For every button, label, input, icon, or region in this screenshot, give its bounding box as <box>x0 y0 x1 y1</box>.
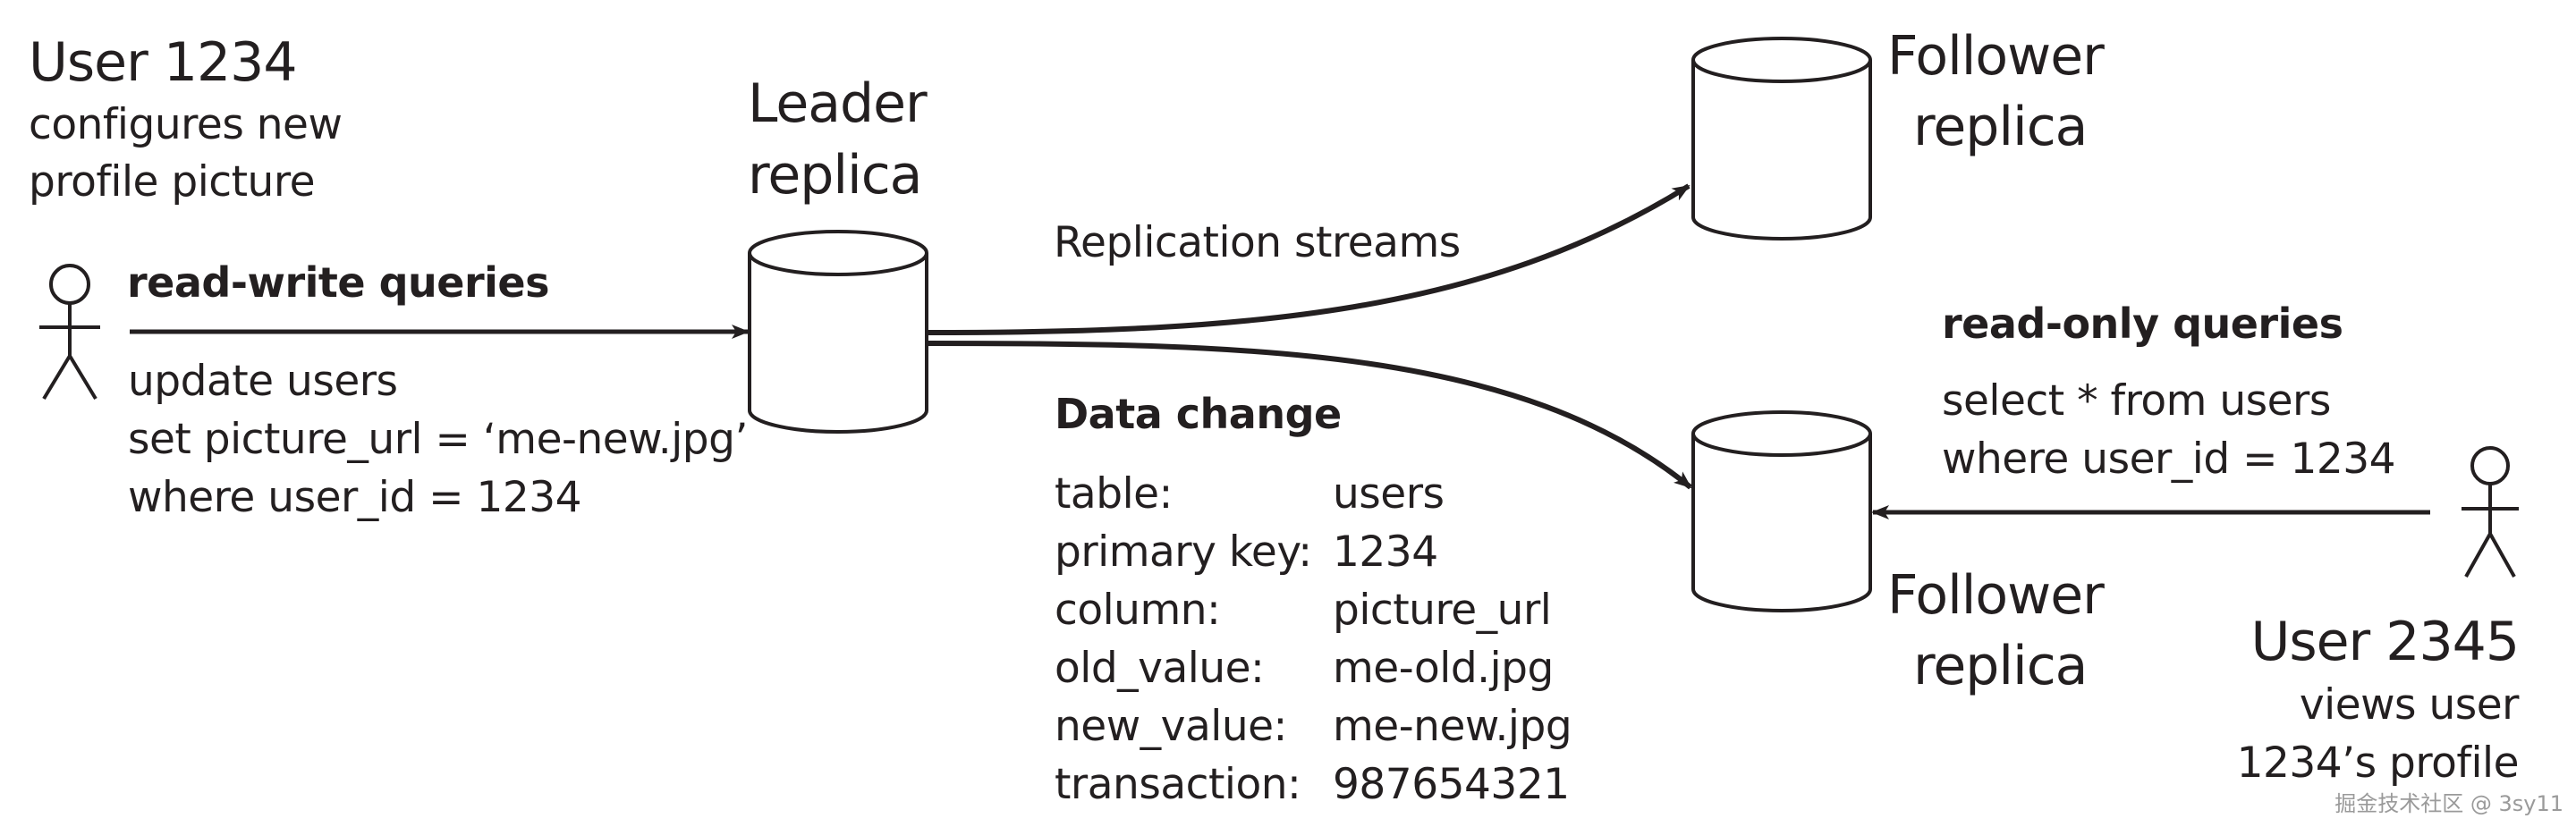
user-1234-name: User 1234 <box>29 31 298 94</box>
watermark: 掘金技术社区 @ 3sy11 <box>2334 791 2563 816</box>
follower-top-label-line1: Follower <box>1887 25 2105 88</box>
data-change-key: table: <box>1055 469 1173 519</box>
follower-bottom-label-line2: replica <box>1913 635 2088 697</box>
follower-top-label-line2: replica <box>1913 96 2088 158</box>
replication-streams-label: Replication streams <box>1054 218 1461 267</box>
replication-stream-bottom-arrow <box>928 341 1692 490</box>
user-1234-figure-icon <box>39 264 100 401</box>
leader-database-icon <box>748 230 928 434</box>
data-change-key: transaction: <box>1055 760 1301 809</box>
read-write-query-heading: read-write queries <box>127 258 550 307</box>
data-change-value: 1234 <box>1333 527 1438 577</box>
follower-bottom-database-icon <box>1691 410 1872 612</box>
user-1234-action-line1: configures new <box>29 100 343 149</box>
data-change-value: users <box>1333 469 1445 519</box>
user-2345-name: User 2345 <box>2250 611 2520 673</box>
data-change-value: 987654321 <box>1333 760 1570 809</box>
leader-replica-label-line1: Leader <box>748 72 928 135</box>
read-write-query-line1: update users <box>128 357 398 406</box>
follower-bottom-label-line1: Follower <box>1887 564 2105 627</box>
data-change-key: new_value: <box>1055 702 1287 751</box>
user-1234-action-line2: profile picture <box>29 157 316 207</box>
data-change-value: picture_url <box>1333 586 1552 635</box>
data-change-key: column: <box>1055 586 1221 635</box>
read-write-query-line2: set picture_url = ‘me-new.jpg’ <box>128 415 748 464</box>
user-2345-figure-icon <box>2462 446 2519 578</box>
follower-top-database-icon <box>1691 37 1872 241</box>
user-2345-action-line2: 1234’s profile <box>2236 738 2520 788</box>
user-2345-action-line1: views user <box>2299 680 2520 730</box>
data-change-heading: Data change <box>1055 390 1342 438</box>
read-only-query-line2: where user_id = 1234 <box>1942 435 2396 484</box>
data-change-value: me-old.jpg <box>1333 644 1554 693</box>
read-write-query-line3: where user_id = 1234 <box>128 473 582 522</box>
read-only-query-heading: read-only queries <box>1942 300 2343 348</box>
data-change-key: primary key: <box>1055 527 1312 577</box>
data-change-value: me-new.jpg <box>1333 702 1572 751</box>
data-change-key: old_value: <box>1055 644 1265 693</box>
leader-replica-label-line2: replica <box>748 144 922 207</box>
replication-stream-top-arrow <box>928 183 1690 335</box>
read-only-query-line1: select * from users <box>1942 376 2331 426</box>
